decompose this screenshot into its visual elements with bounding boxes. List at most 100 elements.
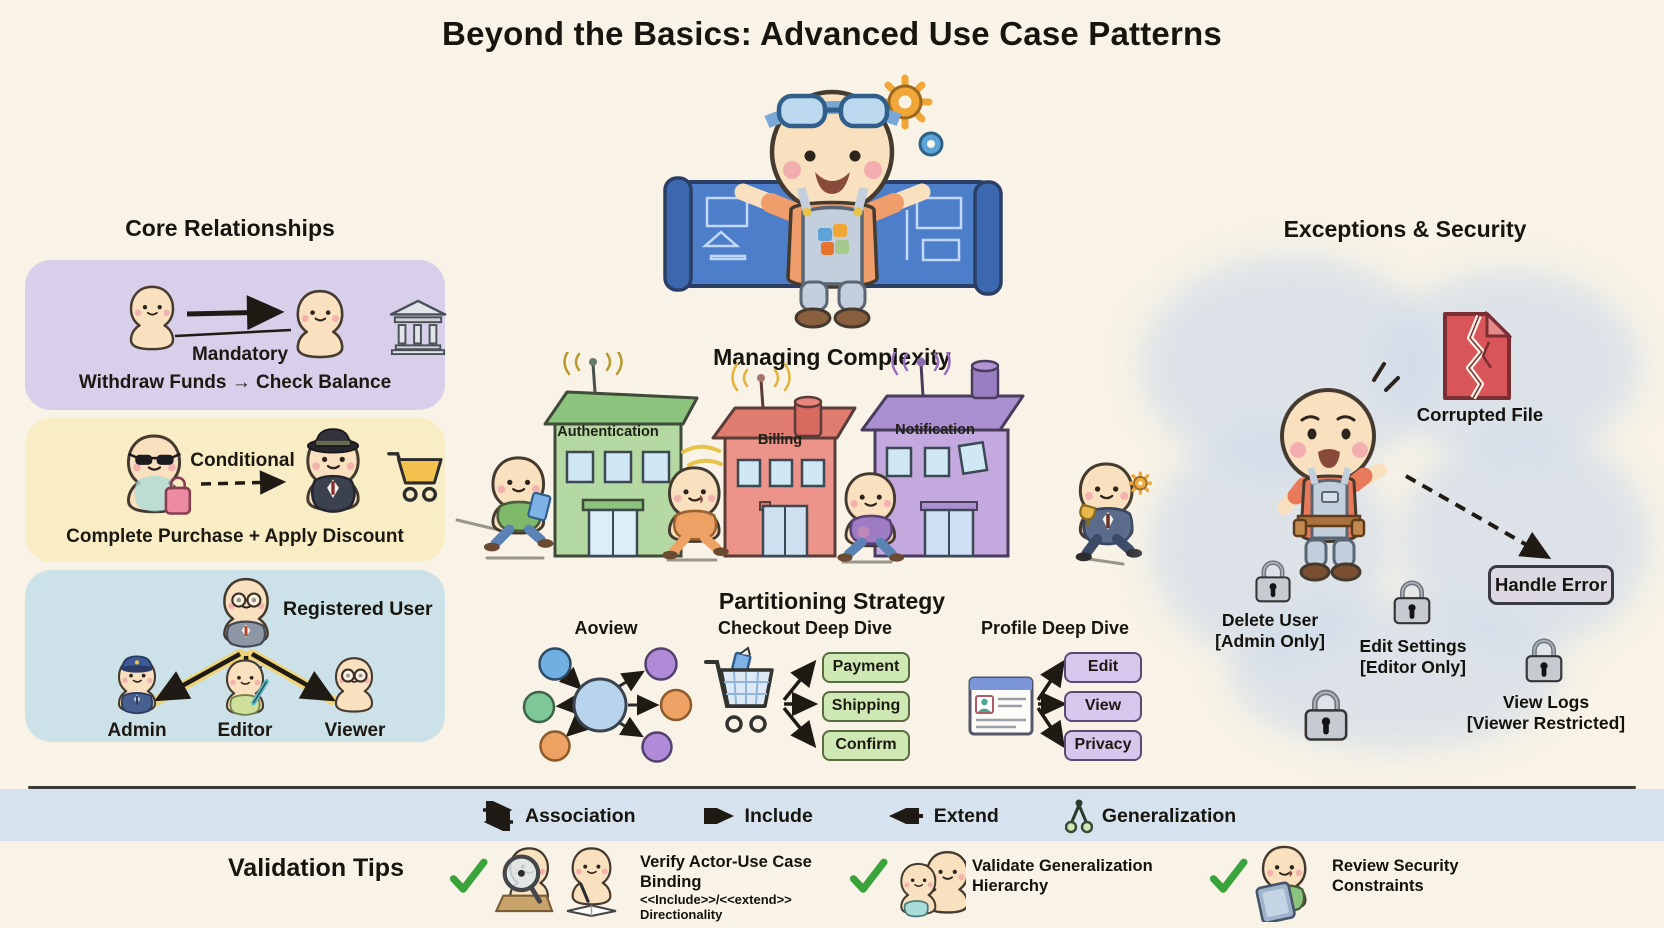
profile-step-privacy: Privacy (1064, 730, 1142, 761)
shopper-actor (126, 434, 192, 515)
editor-actor (225, 659, 269, 716)
corrupted-file-label: Corrupted File (1416, 404, 1544, 425)
sunglasses-icon (127, 452, 181, 465)
glasses-icon (340, 668, 368, 683)
validation-tips-heading: Validation Tips (228, 854, 404, 882)
conditional-caption: Complete Purchase + Apply Discount (66, 526, 404, 547)
profile-title: Profile Deep Dive (980, 618, 1130, 638)
mandatory-arrow (174, 295, 292, 338)
runner-actor (837, 472, 905, 562)
runner-actor (483, 456, 554, 552)
hub-spoke-diagram (522, 647, 693, 763)
core-relationships-heading: Core Relationships (125, 215, 335, 241)
building-label-notification: Notification (895, 422, 975, 438)
corrupted-file-icon (1443, 310, 1513, 400)
parent-role-label: Registered User (283, 598, 433, 620)
lock-icon (1520, 632, 1568, 690)
police-cap-icon (121, 655, 153, 673)
conditional-arrow (200, 470, 287, 495)
cart-icon (387, 452, 443, 502)
generalization-tree-icon (1064, 799, 1093, 834)
shopping-bag-icon (164, 476, 192, 515)
conditional-card: Conditional Complete Purchase + Apply Di… (25, 418, 445, 562)
profile-step-edit: Edit (1064, 652, 1142, 683)
profile-arrows (1036, 659, 1068, 749)
legend-association: Association (480, 801, 636, 831)
role-label-admin: Admin (107, 720, 167, 741)
conditional-label: Conditional (190, 450, 295, 471)
executive-actor (1075, 462, 1153, 562)
legend-generalization: Generalization (1064, 798, 1236, 834)
building-notification (860, 352, 1025, 558)
legend-extend: Extend (879, 805, 999, 828)
managing-complexity-heading: Managing Complexity (713, 344, 951, 370)
extend-arrow-icon (888, 808, 923, 824)
checkout-arrows (782, 659, 819, 749)
trophy-icon (1079, 503, 1097, 527)
divider (28, 786, 1636, 789)
architect-mascot (663, 74, 1003, 329)
inspector-actor (494, 847, 554, 913)
fedora-hat-icon (306, 428, 360, 454)
legend-include: Include (702, 805, 813, 828)
tablet-icon (1255, 881, 1296, 922)
subsystem-buildings (455, 352, 1125, 566)
lock-label-view-logs: View Logs[Viewer Restricted] (1466, 692, 1626, 733)
tip-1-subtitle: <<Include>>/<<extend>> Directionality (640, 892, 792, 922)
checkout-step-payment: Payment (822, 652, 910, 683)
page-title: Beyond the Basics: Advanced Use Case Pat… (442, 15, 1222, 52)
lock-label-delete-user: Delete User[Admin Only] (1215, 610, 1325, 651)
tool-belt-icon (1292, 514, 1366, 538)
goggles-icon (764, 93, 902, 129)
partitioning-heading: Partitioning Strategy (718, 588, 946, 614)
check-icon (448, 854, 488, 898)
role-label-editor: Editor (217, 720, 273, 741)
mandatory-caption: Withdraw Funds → Check Balance (78, 372, 392, 393)
admin-actor (117, 655, 157, 715)
lock-icon (1388, 574, 1436, 632)
viewer-actor (334, 657, 374, 713)
checkout-step-shipping: Shipping (822, 691, 910, 722)
legend-band (0, 789, 1664, 841)
actor-pair (900, 851, 966, 918)
check-icon (848, 854, 888, 898)
checkout-step-confirm: Confirm (822, 730, 910, 761)
include-arrow-icon (703, 808, 734, 824)
generalization-card: Registered User (25, 570, 445, 742)
runner-actor (662, 466, 729, 560)
reviewer-actor (1255, 845, 1307, 922)
glasses-icon (231, 592, 262, 608)
checkout-cart-icon (704, 646, 774, 733)
building-authentication (543, 352, 699, 558)
profile-card-icon (968, 676, 1034, 736)
overview-title: Aoview (574, 618, 638, 638)
lock-icon (1298, 682, 1354, 750)
association-icon (483, 801, 513, 831)
blocks-patch-icon (818, 224, 849, 255)
bank-icon (389, 299, 447, 356)
error-dashed-arrow (1405, 474, 1552, 559)
worried-worker-actor (1277, 362, 1400, 582)
cloud-bg (1230, 600, 1560, 750)
profile-step-view: View (1064, 691, 1142, 722)
pen-icon (251, 679, 269, 706)
building-label-authentication: Authentication (557, 424, 659, 440)
gear-icon (1128, 471, 1153, 495)
legend: Association Include Extend Gener (480, 796, 1236, 836)
mandatory-card: Mandatory Withdraw Funds → Check Balance (25, 260, 447, 410)
exceptions-security-heading: Exceptions & Security (1283, 216, 1527, 242)
lock-icon (1250, 554, 1296, 610)
check-icon (1208, 854, 1248, 898)
handle-error-box: Handle Error (1488, 565, 1614, 605)
magnifier-icon (502, 854, 543, 904)
tip-3-title: Review Security Constraints (1332, 857, 1459, 895)
building-billing (711, 362, 857, 558)
notetaker-actor (566, 847, 617, 917)
role-label-viewer: Viewer (324, 720, 386, 741)
lock-label-edit-settings: Edit Settings[Editor Only] (1359, 636, 1467, 677)
tip-1-title: Verify Actor-Use Case Binding (640, 853, 812, 891)
registered-user-actor (223, 577, 269, 648)
building-label-billing: Billing (757, 432, 803, 448)
checkout-title: Checkout Deep Dive (717, 618, 893, 638)
